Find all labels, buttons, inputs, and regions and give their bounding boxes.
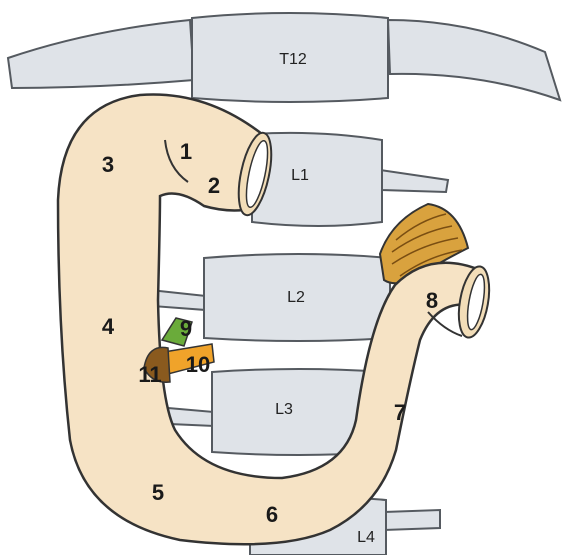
right-rib-t12 bbox=[388, 20, 560, 100]
region-number-9: 9 bbox=[180, 316, 192, 341]
vertebra-label-l2: L2 bbox=[287, 289, 305, 306]
l3-transverse-process bbox=[168, 408, 214, 426]
left-rib-t12 bbox=[8, 20, 194, 88]
region-number-1: 1 bbox=[180, 139, 192, 164]
region-number-7: 7 bbox=[394, 400, 406, 425]
vertebra-label-l1: L1 bbox=[291, 167, 309, 184]
vertebra-label-l4: L4 bbox=[357, 529, 375, 546]
region-number-8: 8 bbox=[426, 288, 438, 313]
region-number-10: 10 bbox=[186, 352, 210, 377]
l4-transverse-process bbox=[384, 510, 440, 530]
vertebra-label-l3: L3 bbox=[275, 401, 293, 418]
region-number-2: 2 bbox=[208, 173, 220, 198]
region-number-3: 3 bbox=[102, 152, 114, 177]
vertebra-label-t12: T12 bbox=[279, 51, 307, 68]
region-number-6: 6 bbox=[266, 502, 278, 527]
region-number-5: 5 bbox=[152, 480, 164, 505]
region-number-4: 4 bbox=[102, 314, 115, 339]
region-number-11: 11 bbox=[138, 362, 161, 387]
l1-transverse-process bbox=[380, 170, 448, 192]
